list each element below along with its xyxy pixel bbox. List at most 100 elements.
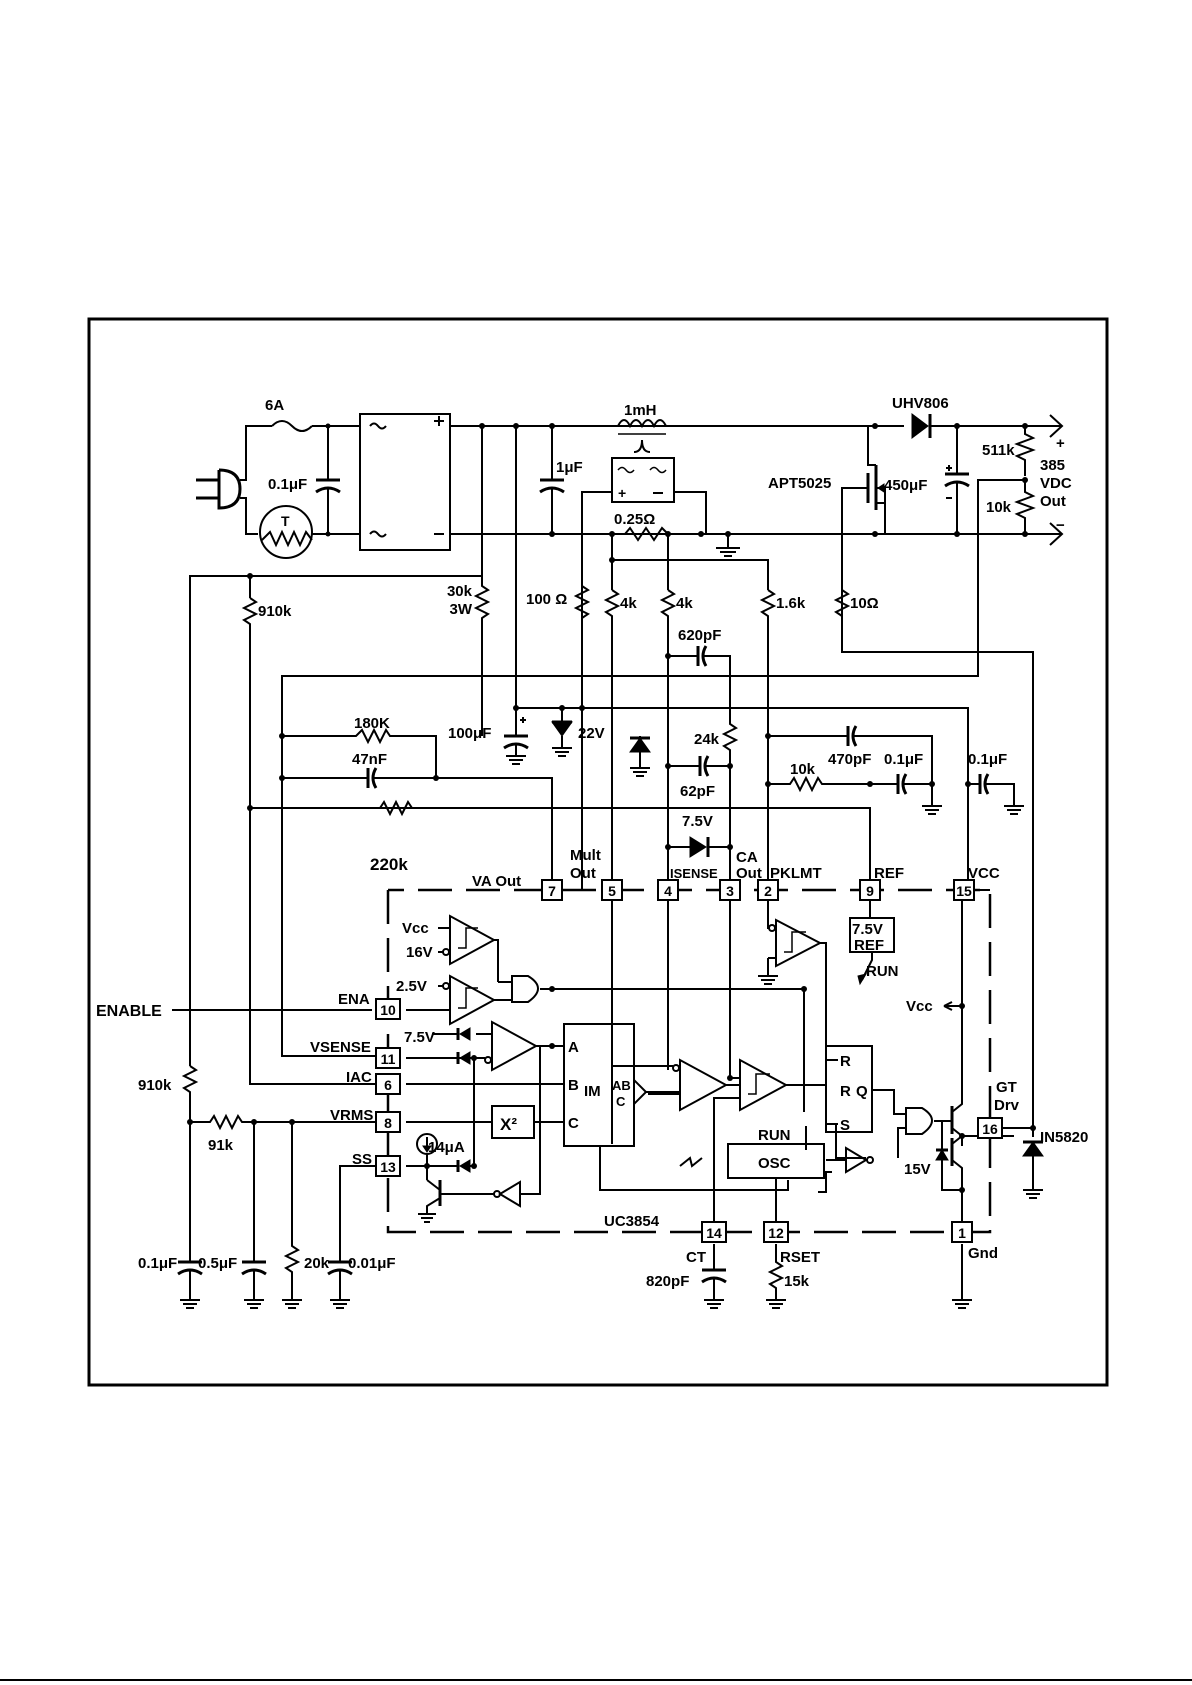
ff-r1-label: R: [840, 1053, 851, 1070]
r10k-ref-label: 10k: [790, 761, 816, 778]
va-out-label: VA Out: [472, 873, 521, 890]
osc-label: OSC: [758, 1155, 791, 1172]
output-divider: [281, 414, 1064, 1057]
mult-im-label: IM: [584, 1083, 601, 1100]
r220k-label: 220k: [370, 855, 408, 874]
ca-out-label-b: Out: [736, 865, 762, 882]
pin-13: 13: [380, 1159, 396, 1175]
mosfet-label: APT5025: [768, 475, 831, 492]
c100u-label: 100μF: [448, 725, 491, 742]
r20k-label: 20k: [304, 1255, 330, 1272]
gnd-pin-label: Gnd: [968, 1245, 998, 1262]
pin-4: 4: [664, 883, 672, 899]
c0-1u-vcc-label: 0.1μF: [968, 751, 1007, 768]
z15v-label: 15V: [904, 1161, 931, 1178]
thermistor-icon: [259, 505, 313, 559]
pin-15: 15: [956, 883, 972, 899]
drv-label: Drv: [994, 1097, 1020, 1114]
fuse-label: 6A: [265, 397, 284, 414]
pin-7: 7: [548, 883, 556, 899]
c0-5u-label: 0.5μF: [198, 1255, 237, 1272]
c62p-label: 62pF: [680, 783, 715, 800]
r910k-left-label: 910k: [138, 1077, 172, 1094]
vcc-pin-label: VCC: [968, 865, 1000, 882]
r10ohm-label: 10Ω: [850, 595, 879, 612]
z22v-label: 22V: [578, 725, 605, 742]
mult-ab-label: AB: [612, 1078, 631, 1093]
c470p-label: 470pF: [828, 751, 871, 768]
sense-resistors: [189, 426, 871, 1144]
bridge-rectifier: [359, 413, 451, 551]
divider-top-label: 511k: [982, 442, 1015, 459]
cmp-2-5v-label: 2.5V: [396, 978, 427, 995]
ff-s-label: S: [840, 1117, 850, 1134]
c47n-label: 47nF: [352, 751, 387, 768]
voltage-amp-feedback: [247, 727, 553, 890]
cmp-16v-label: 16V: [406, 944, 433, 961]
pin-1: 1: [958, 1225, 966, 1241]
component-labels: 6A 0.1μF T 1mH 1μF UHV806 APT5025 450μF …: [96, 395, 1088, 1290]
ref-block-label-b: REF: [854, 937, 884, 954]
pin-boxes: [375, 879, 1003, 1243]
clamp-diode-label: IN5820: [1040, 1129, 1088, 1146]
ff-r2-label: R: [840, 1083, 851, 1100]
chip-internals: [406, 890, 1014, 1232]
divider-bottom-label: 10k: [986, 499, 1012, 516]
r30k-label: 30k: [447, 583, 473, 600]
pin-16: 16: [982, 1121, 998, 1137]
ref-block-label-a: 7.5V: [852, 921, 883, 938]
output-minus-label: −: [1056, 517, 1065, 534]
r1-6k-label: 1.6k: [776, 595, 806, 612]
i14u-label: 14μA: [428, 1139, 465, 1156]
pin-10: 10: [380, 1002, 396, 1018]
c0-01u-label: 0.01μF: [348, 1255, 396, 1272]
boost-diode-label: UHV806: [892, 395, 949, 412]
pin-6: 6: [384, 1077, 392, 1093]
ac-input: [196, 420, 360, 559]
chip-name-label: UC3854: [604, 1213, 660, 1230]
c620p-label: 620pF: [678, 627, 721, 644]
pklmt-label: PKLMT: [770, 865, 822, 882]
ena-pin-label: ENA: [338, 991, 370, 1008]
c0-1u-a-label: 0.1μF: [884, 751, 923, 768]
bus-cap-label: 1μF: [556, 459, 583, 476]
square-label: X²: [500, 1115, 517, 1134]
r24k-label: 24k: [694, 731, 720, 748]
gate-drive-output: [968, 889, 1044, 1199]
bias-supply: [503, 426, 969, 890]
bottom-capacitors: [177, 1244, 972, 1309]
gt-label: GT: [996, 1079, 1017, 1096]
pin-12: 12: [768, 1225, 784, 1241]
c820p-label: 820pF: [646, 1273, 689, 1290]
output-voltage-label: 385: [1040, 457, 1065, 474]
boost-diode-icon: [911, 413, 932, 439]
r4k-a-label: 4k: [620, 595, 637, 612]
pin-5: 5: [608, 883, 616, 899]
iac-pin-label: IAC: [346, 1069, 372, 1086]
pin-2: 2: [764, 883, 772, 899]
ss-pin-label: SS: [352, 1151, 372, 1168]
shunt-and-ground: [609, 526, 769, 590]
r15k-label: 15k: [784, 1273, 810, 1290]
r100-label: 100 Ω: [526, 591, 567, 608]
plug-icon: [196, 468, 242, 510]
boost-switch: [841, 413, 1062, 1137]
r91k-label: 91k: [208, 1137, 234, 1154]
enable-label: ENABLE: [96, 1003, 162, 1020]
pin-8: 8: [384, 1115, 392, 1131]
vsense-pin-label: VSENSE: [310, 1039, 371, 1056]
run-label-a: RUN: [866, 963, 899, 980]
shunt-label: 0.25Ω: [614, 511, 655, 528]
ct-pin-label: CT: [686, 1249, 706, 1266]
chip-outline: [386, 888, 992, 1234]
rset-pin-label: RSET: [780, 1249, 820, 1266]
outer-frame: [87, 317, 1109, 1387]
dc-rails: [450, 423, 1062, 537]
r3w-label: 3W: [450, 601, 473, 618]
boost-inductor: +: [581, 419, 707, 620]
run-label-b: RUN: [758, 1127, 791, 1144]
isense-label: ISENSE: [670, 866, 718, 881]
pin-numbers: 7 5 4 3 2 9 15 10 11 6 8 13 14 12 1 16: [380, 883, 998, 1241]
ref-label: REF: [874, 865, 904, 882]
ca-out-label-a: CA: [736, 849, 758, 866]
